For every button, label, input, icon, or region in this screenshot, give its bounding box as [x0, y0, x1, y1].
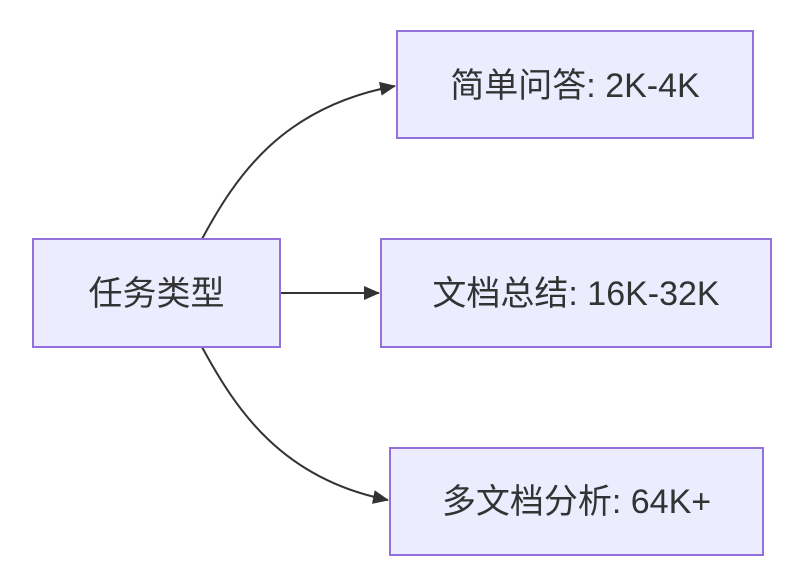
- edge-layer: [201, 81, 396, 504]
- node-simple-qa: 简单问答: 2K-4K: [396, 30, 754, 139]
- node-simple-qa-box: [396, 30, 754, 139]
- edge-task-type-to-simple-qa: [201, 81, 396, 240]
- edge-task-type-to-multi-doc: [201, 346, 389, 504]
- node-task-type: 任务类型: [32, 238, 281, 348]
- node-multi-doc-box: [389, 447, 764, 556]
- node-task-type-box: [32, 238, 281, 348]
- node-doc-summary: 文档总结: 16K-32K: [380, 238, 772, 348]
- node-multi-doc: 多文档分析: 64K+: [389, 447, 764, 556]
- node-doc-summary-label: 文档总结: 16K-32K: [432, 275, 720, 313]
- node-multi-doc-label: 多文档分析: 64K+: [442, 483, 711, 521]
- node-task-type-label: 任务类型: [89, 275, 225, 313]
- node-simple-qa-label: 简单问答: 2K-4K: [450, 67, 700, 105]
- node-doc-summary-box: [380, 238, 772, 348]
